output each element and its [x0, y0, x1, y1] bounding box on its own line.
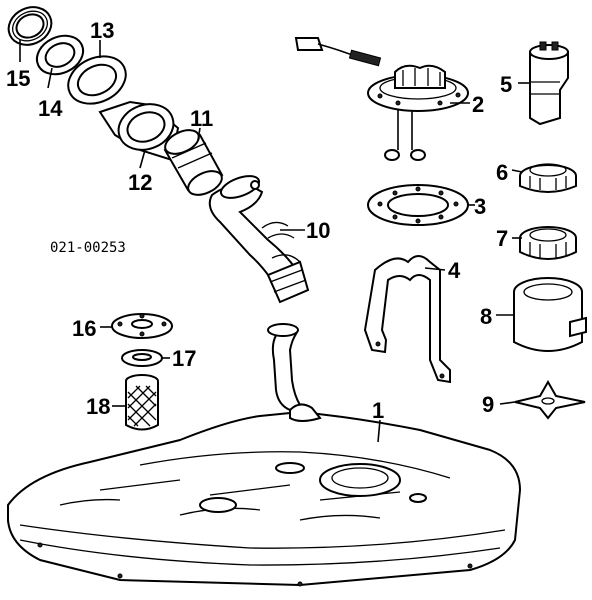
callout-15: 15 — [6, 66, 30, 91]
part-2-fuel-sender — [294, 37, 469, 161]
part-15-seal-ring — [7, 6, 53, 46]
part-10-filler-hose — [208, 175, 310, 304]
callout-17: 17 — [172, 346, 196, 371]
callout-7: 7 — [496, 226, 508, 251]
part-13-ring — [67, 55, 127, 105]
callout-13: 13 — [90, 18, 114, 43]
callout-1: 1 — [372, 398, 384, 423]
callout-6: 6 — [496, 160, 508, 185]
part-14-ring — [35, 34, 85, 76]
callout-11: 11 — [190, 106, 213, 131]
part-1-fuel-tank — [7, 323, 522, 587]
part-8-housing — [513, 277, 587, 352]
part-18-filter — [125, 374, 159, 431]
part-17-washer — [121, 349, 163, 367]
callout-4: 4 — [448, 258, 461, 283]
leader-lines — [19, 40, 530, 443]
callout-18: 18 — [86, 394, 110, 419]
callout-8: 8 — [480, 304, 492, 329]
part-11-hose-coupling — [163, 129, 224, 196]
callout-14: 14 — [38, 96, 63, 121]
callout-12: 12 — [128, 170, 152, 195]
part-4-bracket — [363, 255, 451, 384]
part-12-filler-flange — [98, 100, 180, 162]
part-6-clamp-ring — [519, 163, 577, 193]
part-3-gasket — [367, 184, 469, 226]
part-9-lock-plate — [514, 379, 586, 420]
diagram-code: 021-00253 — [50, 240, 126, 256]
part-16-flange — [111, 313, 173, 339]
callout-2: 2 — [472, 92, 484, 117]
callout-16: 16 — [72, 316, 96, 341]
callout-10: 10 — [306, 218, 330, 243]
callout-3: 3 — [474, 194, 486, 219]
part-5-pump — [529, 41, 569, 126]
callout-numbers: 1 2 3 4 5 6 7 8 9 10 11 12 13 14 15 16 1… — [6, 18, 512, 423]
callout-5: 5 — [500, 72, 512, 97]
part-7-retainer — [519, 226, 577, 260]
callout-9: 9 — [482, 392, 494, 417]
